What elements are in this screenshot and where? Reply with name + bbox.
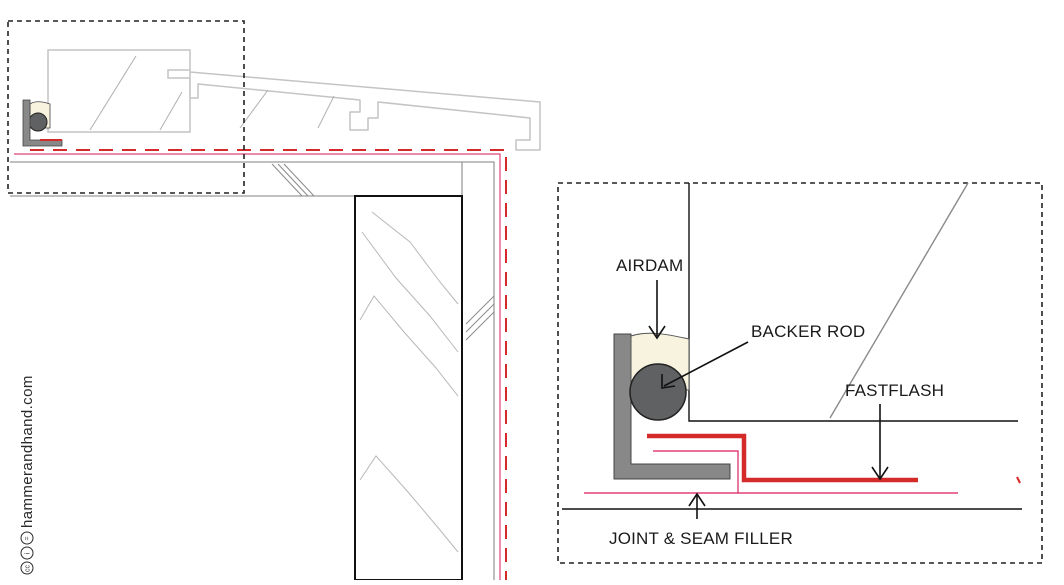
enlarged-detail: AIRDAM BACKER ROD FASTFLASH JOINT & SEAM… (557, 182, 1043, 564)
fastflash-edge-tick (1016, 476, 1021, 484)
seam-filler-line (14, 153, 501, 580)
callout-box-small (7, 20, 245, 194)
svg-text:cc: cc (25, 565, 32, 573)
angle-bracket (613, 333, 731, 480)
fastflash-label: FASTFLASH (845, 381, 944, 400)
svg-text:=: = (25, 536, 32, 540)
airdam-arrow (648, 280, 666, 340)
credit-block: cc i = hammerandhand.com (19, 375, 36, 575)
stool-grain-lines (89, 55, 183, 131)
stool-outline-enlarged (688, 183, 1018, 422)
site-credit-text: hammerandhand.com (19, 375, 36, 528)
svg-text:i: i (25, 553, 32, 555)
overall-section (7, 20, 541, 581)
fastflash-arrow (871, 404, 889, 481)
small-backer-rod (28, 112, 48, 132)
nd-noderivs-icon: = (20, 531, 34, 545)
fastflash-strip (647, 433, 918, 483)
seam-break-marks (271, 163, 495, 341)
cc-license-icon: cc (20, 561, 34, 575)
sheathing-outer-line (10, 161, 495, 580)
airdam-label: AIRDAM (616, 256, 683, 275)
header-stud (354, 195, 463, 581)
window-stool (47, 49, 191, 133)
backer-rod (629, 363, 687, 421)
seam-filler-enlarged (584, 450, 739, 494)
backer-rod-arrow (661, 341, 749, 389)
by-attribution-icon: i (20, 546, 34, 560)
stool-grain-enlarged (829, 182, 969, 419)
backer-rod-label: BACKER ROD (751, 322, 865, 341)
joint-seam-filler-label: JOINT & SEAM FILLER (609, 529, 793, 548)
stud-grain-lines (359, 211, 459, 553)
leader-arrows (648, 280, 889, 519)
fastflash-dashed-line (30, 149, 507, 580)
filler-arrow (688, 492, 706, 519)
sloped-trim-profile (189, 69, 541, 151)
